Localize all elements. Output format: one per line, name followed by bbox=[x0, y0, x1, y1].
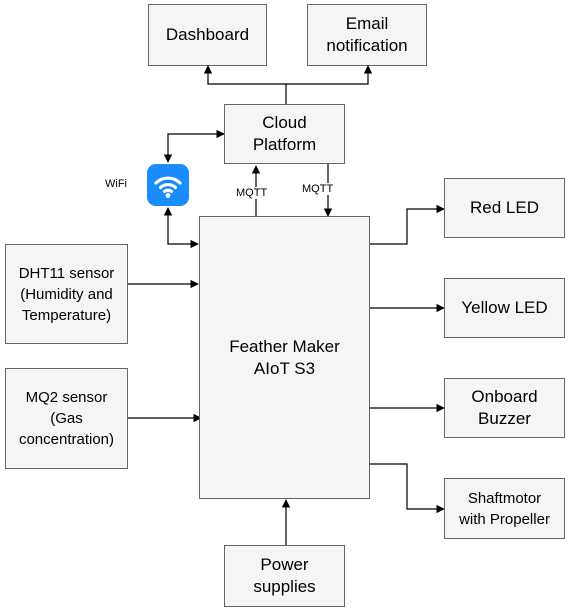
cloud-platform-label: Cloud Platform bbox=[252, 113, 317, 154]
wifi-label: WiFi bbox=[104, 178, 128, 190]
yellow-led-block: Yellow LED bbox=[444, 278, 565, 338]
dht11-sensor-label: DHT11 sensor (Humidity and Temperature) bbox=[18, 264, 115, 324]
feather-maker-label: Feather Maker AIoT S3 bbox=[229, 336, 340, 378]
dashboard-label: Dashboard bbox=[165, 25, 250, 44]
arrow-wifi-cloud bbox=[163, 129, 225, 163]
onboard-buzzer-label: Onboard Buzzer bbox=[471, 387, 538, 428]
power-supplies-label: Power supplies bbox=[253, 555, 316, 596]
dht11-sensor-block: DHT11 sensor (Humidity and Temperature) bbox=[5, 244, 128, 344]
onboard-buzzer-block: Onboard Buzzer bbox=[444, 378, 565, 438]
arrow-cloud-to-email bbox=[286, 65, 373, 85]
arrow-cloud-to-dashboard bbox=[203, 65, 287, 104]
email-notification-block: Email notification bbox=[307, 4, 427, 66]
shaftmotor-block: Shaftmotor with Propeller bbox=[444, 478, 565, 539]
dashboard-block: Dashboard bbox=[148, 4, 267, 66]
email-notification-label: Email notification bbox=[326, 14, 408, 55]
shaftmotor-label: Shaftmotor with Propeller bbox=[459, 489, 550, 528]
mqtt-up-label: MQTT bbox=[235, 187, 269, 199]
mqtt-down-label: MQTT bbox=[301, 183, 335, 195]
mq2-sensor-block: MQ2 sensor (Gas concentration) bbox=[5, 368, 128, 469]
red-led-block: Red LED bbox=[444, 178, 565, 238]
arrow-feather-to-motor bbox=[370, 463, 445, 514]
arrow-wifi-feather bbox=[163, 207, 199, 249]
feather-maker-block: Feather Maker AIoT S3 bbox=[199, 216, 370, 499]
power-supplies-block: Power supplies bbox=[224, 545, 345, 607]
arrow-feather-to-redled bbox=[370, 204, 445, 245]
yellow-led-label: Yellow LED bbox=[461, 298, 548, 317]
mq2-sensor-label: MQ2 sensor (Gas concentration) bbox=[18, 389, 115, 448]
cloud-platform-block: Cloud Platform bbox=[224, 104, 345, 164]
wifi-badge bbox=[147, 164, 189, 206]
red-led-label: Red LED bbox=[470, 198, 539, 217]
wifi-icon bbox=[154, 176, 182, 198]
